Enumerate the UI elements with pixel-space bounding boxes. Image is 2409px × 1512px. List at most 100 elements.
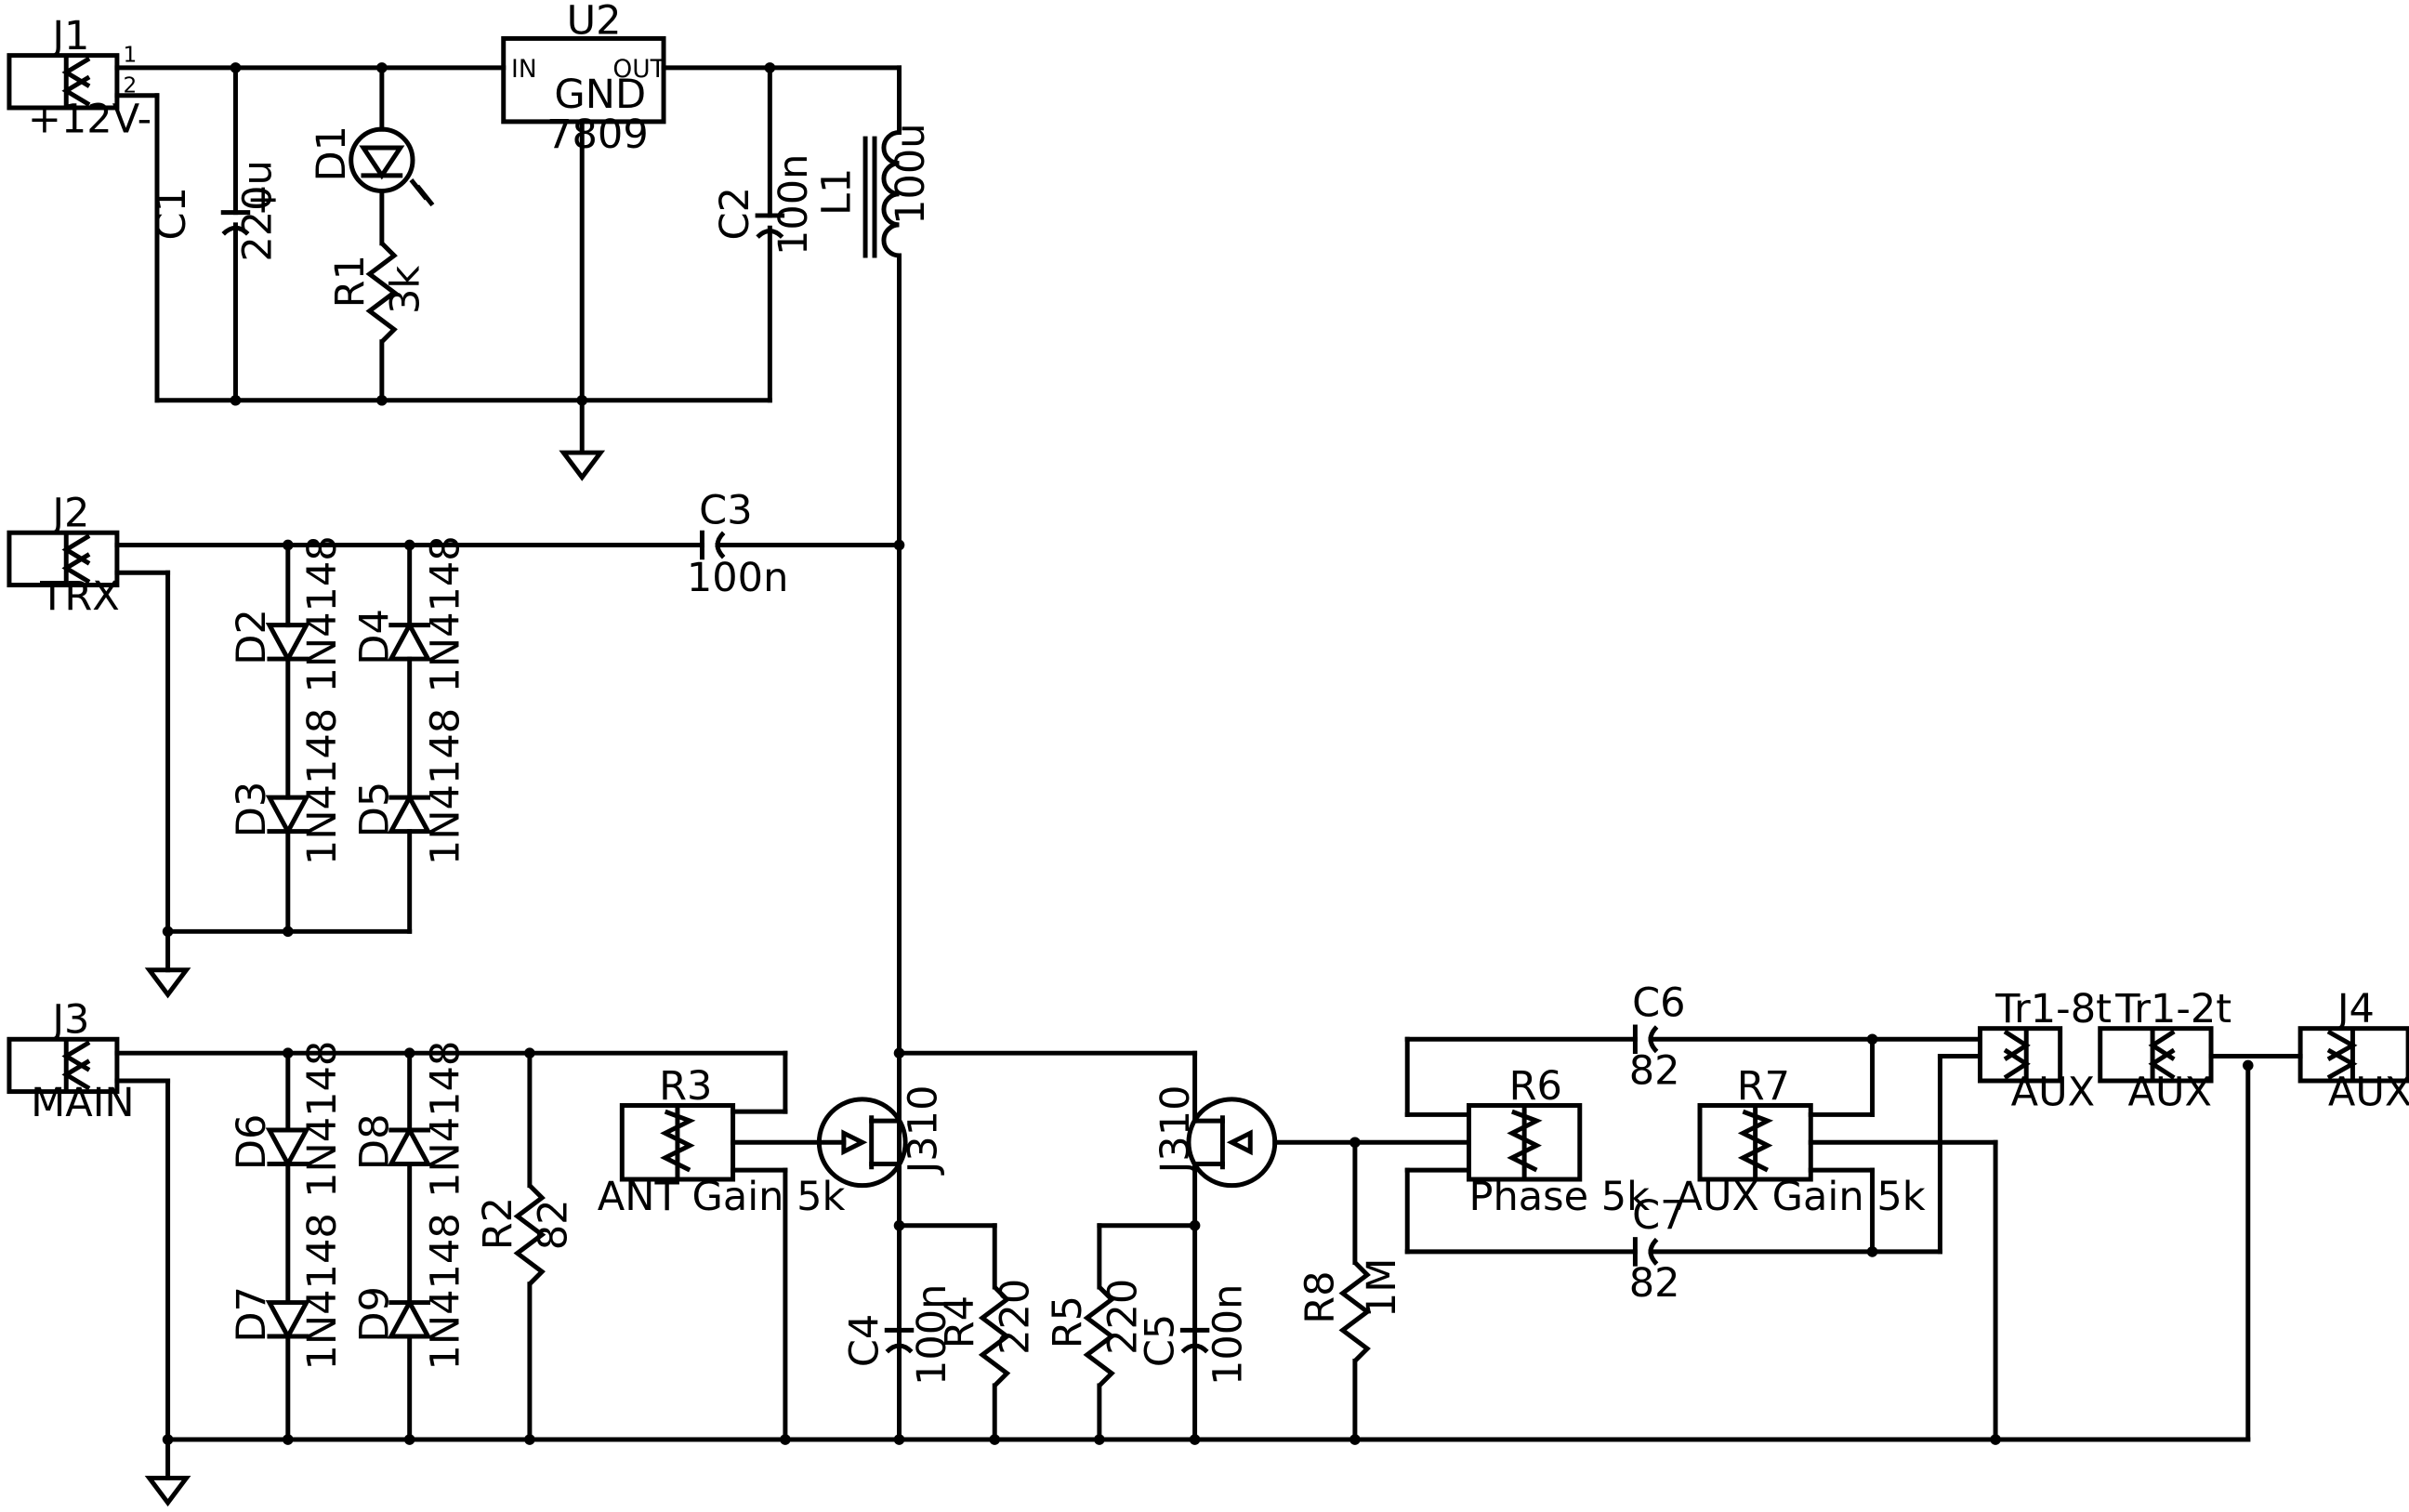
- c7-value: 82: [1629, 1260, 1680, 1307]
- r4-ref: R4: [937, 1295, 983, 1348]
- tr1-2t-ref: Tr1-2t: [2114, 986, 2231, 1032]
- transformer-tr1-8t: Tr1-8t AUX: [1937, 986, 2112, 1255]
- r5-value: 220: [1100, 1279, 1147, 1355]
- d1-ref: D1: [309, 125, 355, 182]
- led-d1: D1: [309, 65, 435, 246]
- svg-text:1N4148: 1N4148: [423, 708, 469, 865]
- jfet-q2: J310: [1152, 1050, 1471, 1442]
- c6-value: 82: [1629, 1047, 1680, 1094]
- connector-j4: J4 AUX: [2245, 986, 2409, 1442]
- trx-section: J2 TRX C3 100n D2 1N4148 D3: [7, 487, 905, 999]
- d5-ref: D5: [351, 782, 398, 838]
- j3-value: MAIN: [31, 1080, 135, 1126]
- tr1-8t-ref: Tr1-8t: [1994, 986, 2112, 1032]
- d3-ref: D3: [229, 782, 275, 838]
- r6-value: Phase 5k: [1468, 1174, 1650, 1220]
- u2-ref: U2: [567, 0, 622, 44]
- c5-value: 100n: [1204, 1284, 1251, 1387]
- inductor-l1: L1 100u: [813, 65, 934, 1442]
- d4-ref: D4: [351, 609, 398, 665]
- capacitor-c2: C2 100n: [712, 65, 817, 403]
- u2-in: IN: [511, 55, 537, 84]
- j1-ref: J1: [49, 13, 89, 59]
- svg-text:1N4148: 1N4148: [423, 1213, 469, 1370]
- r8-ref: R8: [1297, 1270, 1344, 1323]
- capacitor-c3: C3 100n: [687, 487, 902, 601]
- d2-ref: D2: [229, 609, 275, 665]
- d9-ref: D9: [351, 1286, 398, 1343]
- c3-value: 100n: [687, 555, 788, 601]
- capacitor-c6: C6 82: [1404, 980, 1983, 1094]
- capacitor-c5: C5 100n: [1137, 1284, 1251, 1387]
- r3-value: ANT Gain 5k: [598, 1174, 846, 1220]
- svg-text:1N4148: 1N4148: [423, 1041, 469, 1198]
- regulator-u2: U2 IN OUT GND 7809: [501, 0, 666, 481]
- main-section: J3 MAIN D6 1N4148 D7 1N4148: [7, 980, 2409, 1507]
- r1-value: 3k: [383, 266, 429, 314]
- svg-text:1N4148: 1N4148: [299, 1213, 346, 1370]
- r5-ref: R5: [1045, 1295, 1091, 1348]
- jfet-q1: J310: [816, 1050, 946, 1229]
- connector-j3: J3 MAIN: [7, 997, 135, 1126]
- potentiometer-r7: R7 AUX Gain 5k: [1675, 1036, 1998, 1442]
- diode-d6: D6 1N4148: [229, 1041, 346, 1306]
- u2-gnd: GND: [554, 72, 646, 118]
- capacitor-c1: C1 220u +: [149, 65, 282, 403]
- diode-d7: D7 1N4148: [229, 1213, 346, 1442]
- c6-ref: C6: [1632, 980, 1685, 1026]
- r7-ref: R7: [1737, 1063, 1790, 1110]
- c2-value: 100n: [770, 154, 817, 256]
- tr1-8t-value: AUX: [2011, 1070, 2095, 1116]
- tr1-2t-value: AUX: [2128, 1070, 2212, 1116]
- j2-ref: J2: [49, 491, 89, 537]
- c2-ref: C2: [712, 187, 758, 240]
- capacitor-c7: C7 82: [1404, 1192, 1942, 1307]
- q2-value: J310: [1152, 1085, 1199, 1176]
- svg-text:2: 2: [124, 72, 138, 98]
- r4-value: 220: [993, 1279, 1039, 1355]
- r1-ref: R1: [327, 255, 374, 308]
- diode-d4: D4 1N4148: [351, 535, 469, 800]
- svg-text:1N4148: 1N4148: [299, 708, 346, 865]
- transformer-tr1-2t: Tr1-2t AUX: [2098, 986, 2303, 1116]
- resistor-r5: R5 220: [1045, 1223, 1147, 1442]
- c4-ref: C4: [841, 1314, 888, 1367]
- r2-value: 82: [531, 1199, 577, 1250]
- d6-ref: D6: [229, 1114, 275, 1171]
- u2-value: 7809: [546, 112, 649, 158]
- resistor-r8: R8 1M: [1297, 1139, 1405, 1442]
- j1-value: +12V-: [28, 96, 151, 142]
- resistor-r2: R2 82: [475, 1050, 577, 1442]
- power-supply-section: J1 +12V- 1 2 C1 220u + D: [7, 0, 934, 1442]
- resistor-r1: R1 3k: [327, 242, 429, 403]
- potentiometer-r6: R6 Phase 5k: [1404, 1036, 1650, 1255]
- capacitor-c4: C4 100n: [841, 1284, 955, 1387]
- d8-ref: D8: [351, 1114, 398, 1171]
- j4-ref: J4: [2335, 986, 2375, 1032]
- svg-text:1: 1: [124, 42, 138, 67]
- resistor-r4: R4 220: [937, 1223, 1039, 1442]
- diode-d9: D9 1N4148: [351, 1213, 469, 1442]
- diode-d3: D3 1N4148: [229, 708, 346, 934]
- c3-ref: C3: [699, 487, 752, 533]
- c1-value: 220u: [235, 160, 282, 262]
- diode-d5: D5 1N4148: [351, 708, 469, 934]
- l1-ref: L1: [813, 168, 860, 216]
- j4-value: AUX: [2328, 1070, 2409, 1116]
- r2-ref: R2: [475, 1197, 521, 1250]
- r6-ref: R6: [1509, 1063, 1562, 1110]
- c1-ref: C1: [149, 187, 195, 240]
- connector-j2: J2 TRX: [7, 491, 120, 620]
- q1-value: J310: [900, 1085, 946, 1176]
- diode-d8: D8 1N4148: [351, 1041, 469, 1306]
- svg-text:1N4148: 1N4148: [299, 1041, 346, 1198]
- d7-ref: D7: [229, 1286, 275, 1343]
- j2-value: TRX: [39, 573, 120, 620]
- diode-d2: D2 1N4148: [229, 535, 346, 800]
- connector-j1: J1 +12V- 1 2: [7, 13, 151, 142]
- c1-plus: +: [246, 177, 280, 223]
- c5-ref: C5: [1137, 1314, 1183, 1367]
- c4-value: 100n: [909, 1284, 955, 1387]
- r7-value: AUX Gain 5k: [1675, 1174, 1925, 1220]
- j3-ref: J3: [49, 997, 89, 1044]
